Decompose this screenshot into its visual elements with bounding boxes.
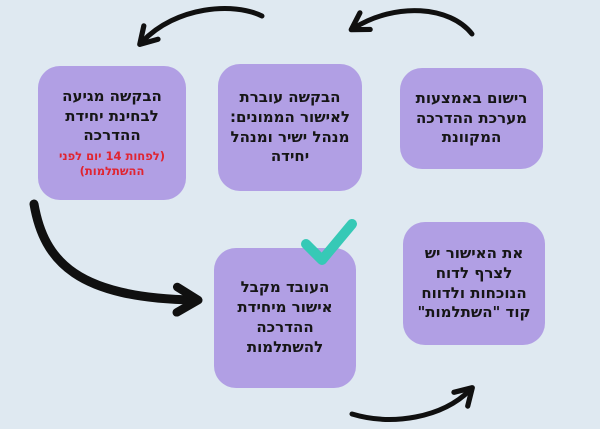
step-approval-text: הבקשה עוברת לאישור הממונים: מנהל ישיר ומ… (229, 87, 350, 166)
step-approval-box: הבקשה עוברת לאישור הממונים: מנהל ישיר ומ… (218, 64, 362, 191)
step-register-box: רישום באמצעות מערכת ההדרכה המקוונת (400, 68, 543, 169)
arrow-register-to-approval (348, 8, 475, 37)
arrow-review-to-confirmation (29, 199, 203, 317)
step-review-box: הבקשה מגיעה לבחינת יחידת ההדרכה (לפחות 1… (38, 66, 186, 200)
step-report-text: את האישור יש לצרף לדוח הנוכחות ולדווח קו… (417, 243, 531, 322)
step-register-text: רישום באמצעות מערכת ההדרכה המקוונת (415, 88, 528, 147)
arrow-confirmation-to-report (349, 385, 475, 422)
step-review-text: הבקשה מגיעה לבחינת יחידת ההדרכה (62, 86, 162, 145)
step-confirmation-text: העובד מקבל אישור מיחידת ההדרכה להשתלמות (237, 278, 333, 356)
arrow-approval-to-review (137, 6, 265, 47)
step-review-deadline-note: (לפחות 14 יום לפני ההשתלמות) (59, 149, 165, 179)
step-confirmation-box: העובד מקבל אישור מיחידת ההדרכה להשתלמות (214, 248, 356, 388)
step-report-box: את האישור יש לצרף לדוח הנוכחות ולדווח קו… (403, 222, 545, 345)
